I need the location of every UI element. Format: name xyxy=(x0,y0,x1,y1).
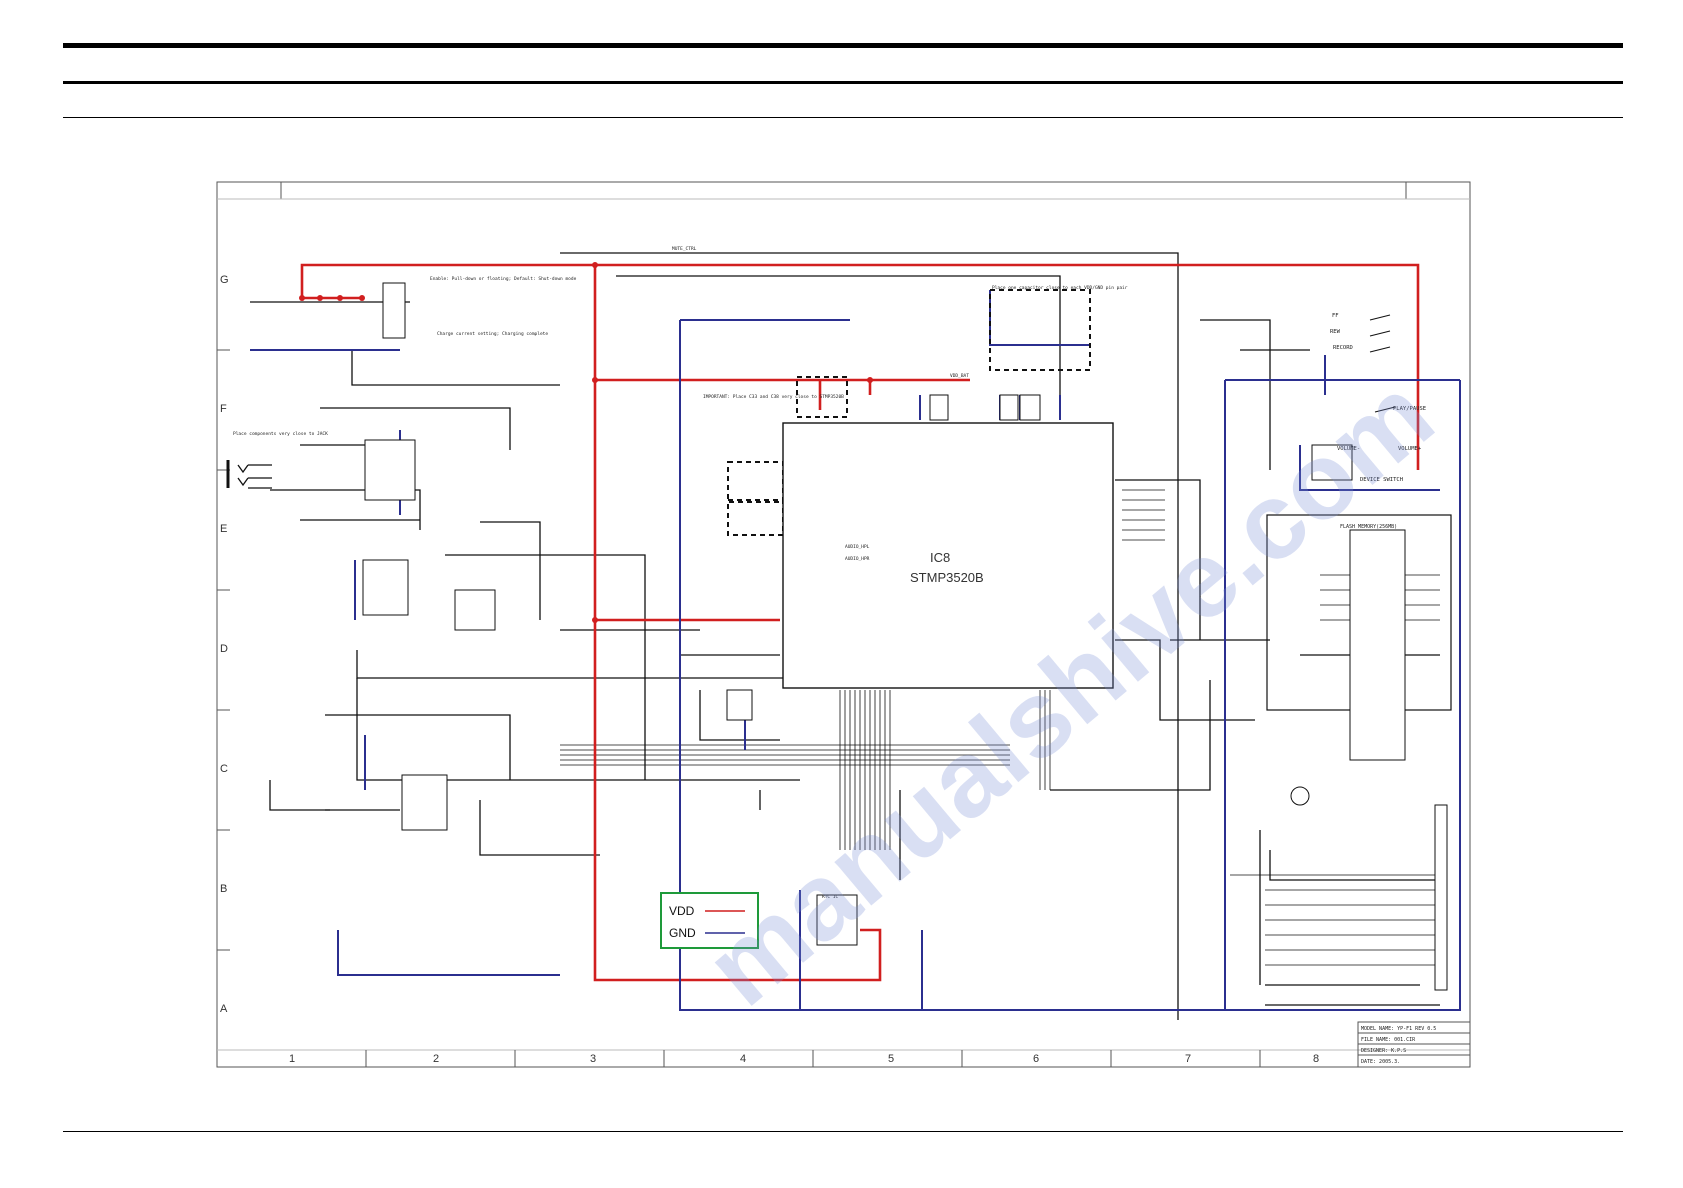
mute-ctrl-label: MUTE_CTRL xyxy=(672,246,697,252)
legend-vdd-label: VDD xyxy=(669,904,695,918)
note-jack: Place components very close to JACK xyxy=(233,431,328,437)
row-labels: G F E D C B A xyxy=(220,274,229,1015)
label-device-switch: DEVICE SWITCH xyxy=(1360,477,1403,483)
label-rew: REW xyxy=(1330,329,1341,335)
signal-wires xyxy=(250,252,1440,1020)
flash-title: FLASH MEMORY(256MB) xyxy=(1340,524,1397,530)
vdd-bat-label: VDD_BAT xyxy=(950,373,969,379)
component-bodies xyxy=(362,282,1353,946)
column-labels: 1 2 3 4 5 6 7 8 xyxy=(289,1053,1319,1065)
col-label-2: 2 xyxy=(433,1053,439,1065)
row-label-c: C xyxy=(220,763,228,775)
label-volume-minus: VOLUME- xyxy=(1337,446,1360,452)
address-bus xyxy=(560,489,1440,966)
note-vdd-gnd: Place one capacitor close to each VDD/GN… xyxy=(992,285,1128,291)
col-label-6: 6 xyxy=(1033,1053,1039,1065)
drawing-frame xyxy=(216,181,1471,1068)
main-ic-part: STMP3520B xyxy=(910,570,984,585)
row-label-e: E xyxy=(220,523,227,535)
vdd-rails xyxy=(300,263,1420,982)
header-rule-thin xyxy=(63,117,1623,118)
row-label-a: A xyxy=(220,1003,228,1015)
title-block: MODEL NAME: YP-F1 REV 0.5 FILE NAME: 001… xyxy=(1357,1021,1471,1068)
row-label-f: F xyxy=(220,403,227,415)
col-label-5: 5 xyxy=(888,1053,894,1065)
col-label-4: 4 xyxy=(740,1053,746,1065)
audio-hpl-label: AUDIO_HPL xyxy=(845,544,870,550)
rtc-label: RTC IC xyxy=(822,894,839,900)
switch-labels: FF REW RECORD PLAY/PAUSE VOLUME- VOLUME+… xyxy=(1330,313,1426,483)
main-ic-ic8: IC8 STMP3520B AUDIO_HPL AUDIO_HPR xyxy=(782,422,1114,689)
title-date: DATE: 2005.3. xyxy=(1361,1059,1400,1065)
legend-gnd-label: GND xyxy=(669,926,696,940)
lcd-connector xyxy=(1434,804,1448,991)
note-enable: Enable: Pull-down or floating; Default: … xyxy=(430,276,577,282)
col-label-8: 8 xyxy=(1313,1053,1319,1065)
audio-hpr-label: AUDIO_HPR xyxy=(845,556,870,562)
row-label-d: D xyxy=(220,643,228,655)
header-rule-medium xyxy=(63,81,1623,84)
label-record: RECORD xyxy=(1333,345,1353,351)
flash-memory-block: FLASH MEMORY(256MB) xyxy=(1266,514,1452,761)
label-volume-plus: VOLUME+ xyxy=(1398,446,1422,452)
col-label-3: 3 xyxy=(590,1053,596,1065)
footer-rule xyxy=(63,1131,1623,1132)
label-ff: FF xyxy=(1332,313,1339,319)
header-rule-thick xyxy=(63,43,1623,48)
row-label-b: B xyxy=(220,883,227,895)
switch-contacts xyxy=(1290,314,1396,806)
label-play-pause: PLAY/PAUSE xyxy=(1393,406,1426,412)
headphone-jack xyxy=(226,460,272,489)
title-model: MODEL NAME: YP-F1 REV 0.5 xyxy=(1361,1026,1436,1032)
note-capacitors: IMPORTANT: Place C33 and C38 very close … xyxy=(703,394,844,400)
schematic-notes: Enable: Pull-down or floating; Default: … xyxy=(233,246,1128,900)
vdd-junctions xyxy=(299,262,873,623)
note-charge: Charge current setting; Charging complet… xyxy=(437,331,548,337)
main-ic-ref: IC8 xyxy=(930,550,950,565)
col-label-1: 1 xyxy=(289,1053,295,1065)
gnd-rails xyxy=(250,290,1461,1011)
legend: VDD GND xyxy=(660,892,759,949)
col-label-7: 7 xyxy=(1185,1053,1191,1065)
title-file: FILE NAME: 001.CIR xyxy=(1361,1037,1416,1043)
row-label-g: G xyxy=(220,274,229,286)
title-designer: DESIGNER: K.P.S xyxy=(1361,1048,1406,1054)
